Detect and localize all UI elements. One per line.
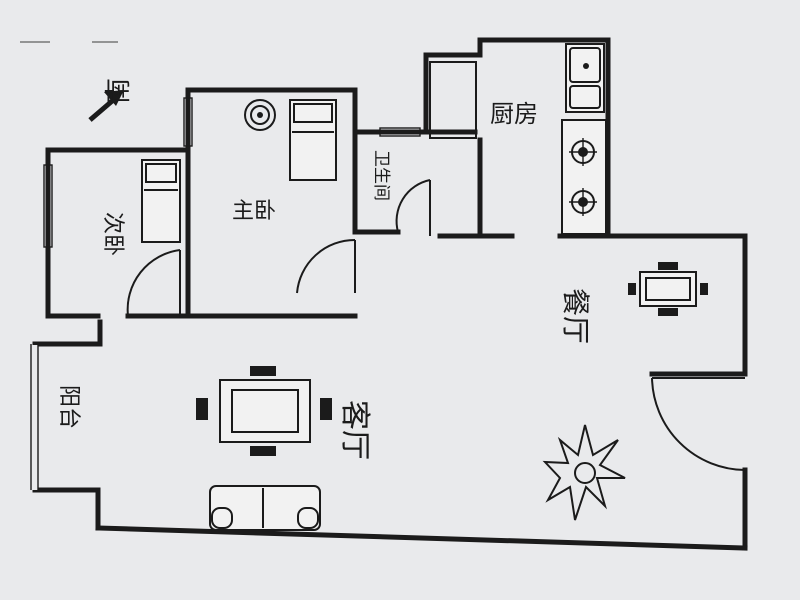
compass-arrow-icon <box>88 90 124 122</box>
stove-icon <box>561 119 607 235</box>
doors <box>126 179 746 471</box>
living-room-label: 客厅 <box>337 400 372 460</box>
windows <box>30 97 421 490</box>
sofa-icon <box>209 485 321 531</box>
kitchen-cabinets <box>429 61 477 139</box>
bed-icon <box>289 99 337 181</box>
compass-label: 南 <box>104 78 134 104</box>
kitchen-label: 厨房 <box>490 100 538 128</box>
sink-icon <box>565 43 605 113</box>
bathroom-label: 卫生间 <box>371 150 391 201</box>
balcony-label: 阳台 <box>56 385 81 429</box>
dining-table-icon <box>196 366 332 456</box>
master-bedroom-label: 主卧 <box>232 199 276 224</box>
second-bedroom-label: 次卧 <box>100 212 125 256</box>
bed-icon <box>141 159 181 243</box>
dining-table-icon <box>628 262 708 316</box>
dining-room-label: 餐厅 <box>559 288 592 344</box>
ceiling-lamp-icon <box>244 99 276 131</box>
plant-icon <box>542 424 626 521</box>
